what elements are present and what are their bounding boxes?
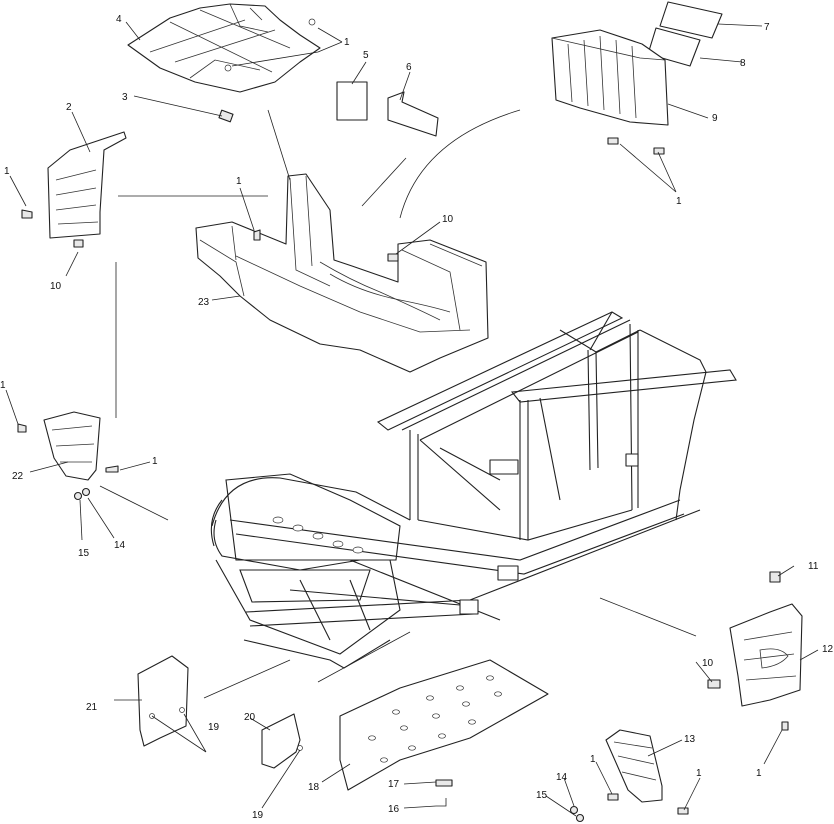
callout-6: 6 [406, 62, 412, 73]
callout-12: 12 [822, 644, 834, 655]
callout-1-top: 1 [344, 37, 350, 48]
bolt-right-guard-2 [677, 807, 689, 815]
part-small-plate [261, 713, 303, 769]
clip-10-right [707, 679, 721, 689]
bolt-left-upper [21, 209, 33, 219]
part-floor-pan [195, 173, 489, 373]
part-front-cover [127, 3, 321, 93]
part-side-guard-right-lower [605, 729, 663, 803]
part-side-guard-right [729, 603, 803, 707]
callout-10-left: 10 [50, 281, 62, 292]
callout-14-right: 14 [556, 772, 568, 783]
callout-21: 21 [86, 702, 98, 713]
part-front-plate [137, 655, 189, 747]
callout-1-right: 1 [756, 768, 762, 779]
callout-5: 5 [363, 50, 369, 61]
callout-1-left: 1 [4, 166, 10, 177]
part-clip-3 [218, 109, 234, 123]
part-decal-7 [659, 1, 723, 39]
callout-8: 8 [740, 58, 746, 69]
bolt-left-lower [17, 423, 27, 433]
part-side-guard-left-upper [47, 131, 127, 239]
callout-14-left: 14 [114, 540, 126, 551]
callout-1-floor: 1 [236, 176, 242, 187]
bolt-floor [253, 229, 261, 241]
part-side-guard-left-lower [43, 411, 101, 481]
bolt-17 [435, 779, 453, 787]
callout-2: 2 [66, 102, 72, 113]
callout-11: 11 [808, 561, 819, 572]
bolt-left-side [105, 465, 119, 473]
callout-10-right: 10 [702, 658, 714, 669]
callout-1-guard2: 1 [696, 768, 702, 779]
callout-1-guard: 1 [590, 754, 596, 765]
callout-20: 20 [244, 712, 256, 723]
callout-9: 9 [712, 113, 718, 124]
bolt-right-lower [781, 721, 789, 731]
callout-1-side: 1 [152, 456, 158, 467]
callout-18: 18 [308, 782, 320, 793]
clip-10-floor [387, 253, 399, 262]
callout-1-rear: 1 [676, 196, 682, 207]
callout-4: 4 [116, 14, 122, 25]
bolt-rear-2 [653, 147, 665, 155]
clip-10-left [73, 239, 84, 248]
bolt-right-guard [607, 793, 619, 801]
callout-1-leftlow: 1 [0, 380, 6, 391]
washer-14-left [81, 487, 91, 497]
callout-13: 13 [684, 734, 696, 745]
callout-15-left: 15 [78, 548, 90, 559]
callout-17: 17 [388, 779, 400, 790]
leader-lines [5, 21, 819, 817]
part-decal-8 [647, 27, 701, 67]
callout-16: 16 [388, 804, 400, 815]
nut-15-right [575, 813, 585, 823]
main-frame [210, 311, 737, 669]
part-decal-5 [336, 81, 368, 121]
callout-19-lower: 19 [252, 810, 264, 821]
callout-22: 22 [12, 471, 24, 482]
bolt-11 [769, 571, 781, 583]
callout-15-right: 15 [536, 790, 548, 801]
part-skid-plate [339, 659, 549, 791]
bolt-rear-1 [607, 137, 619, 145]
callout-3: 3 [122, 92, 128, 103]
callout-23: 23 [198, 297, 210, 308]
callout-10-floor: 10 [442, 214, 454, 225]
callout-19-upper: 19 [208, 722, 220, 733]
callout-7: 7 [764, 22, 770, 33]
pin-16 [436, 798, 447, 807]
washer-14-right [569, 805, 579, 815]
callout-labels: 1 3 4 2 1 10 5 6 7 8 9 1 1 10 23 1 22 1 … [0, 14, 834, 821]
nut-15-left [73, 491, 83, 501]
part-decal-6 [387, 91, 439, 137]
part-rear-panel [551, 29, 669, 126]
